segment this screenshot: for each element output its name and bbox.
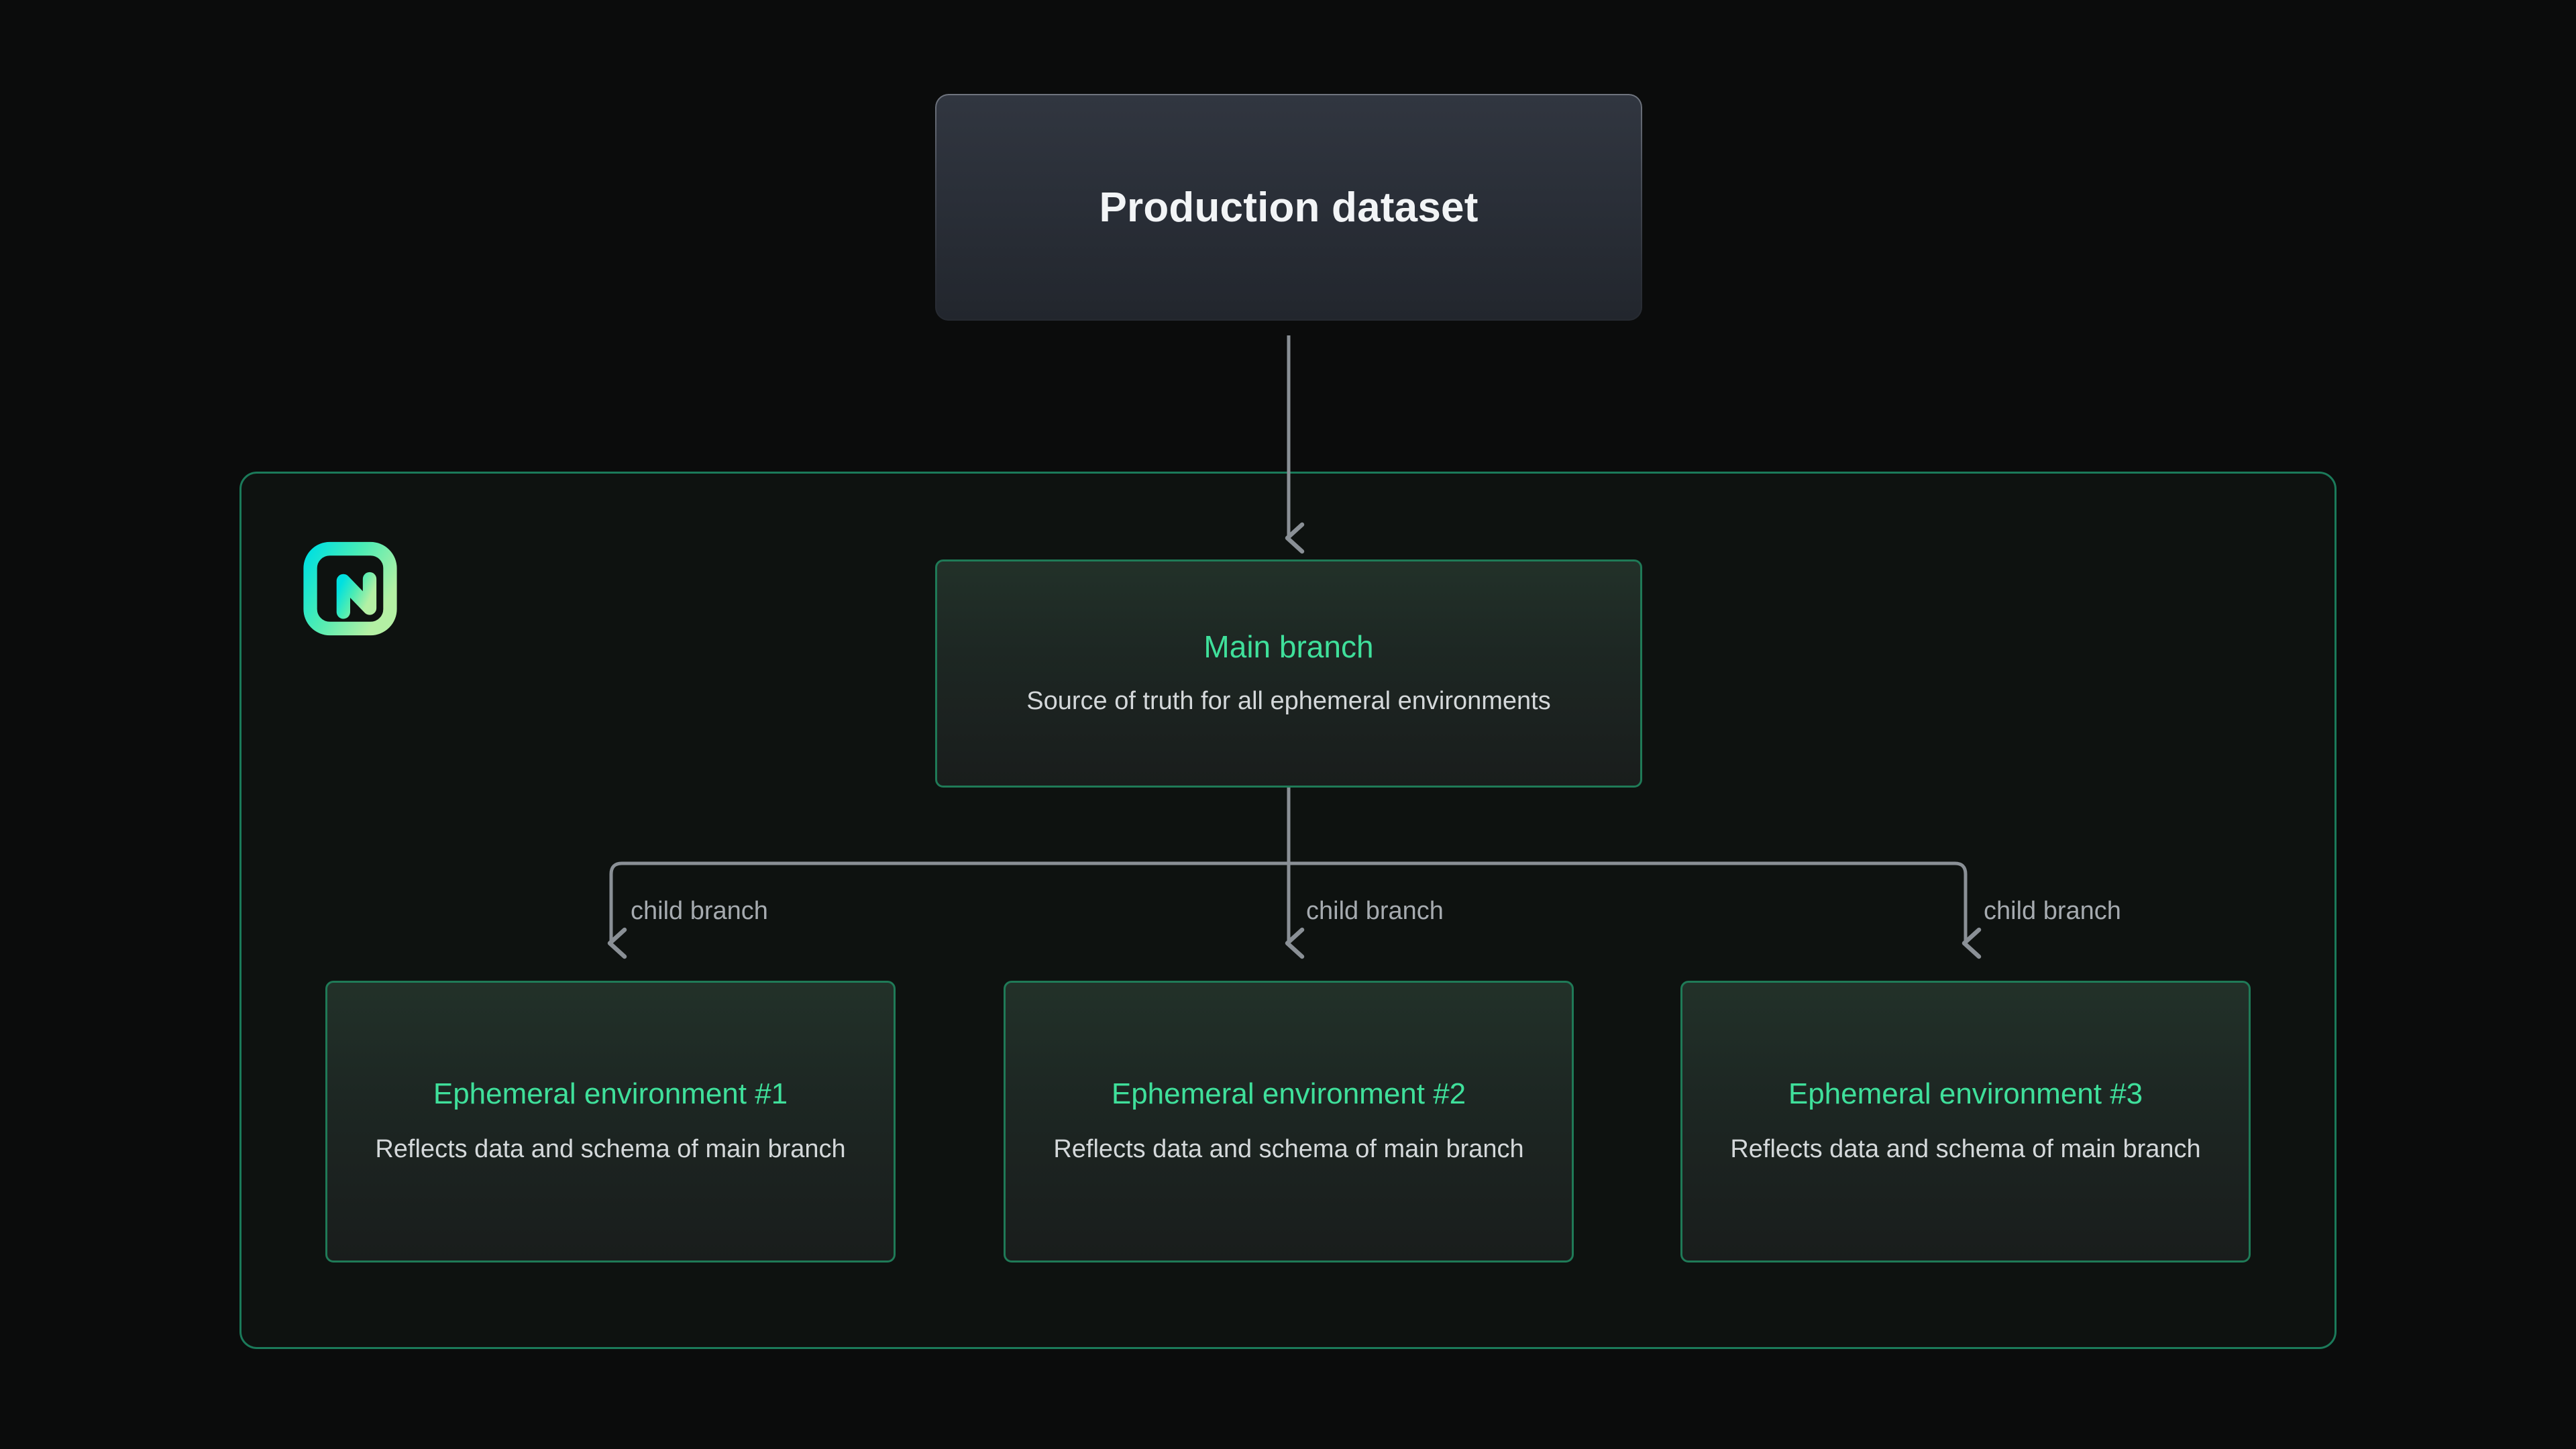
production-dataset-card: Production dataset [935, 94, 1642, 321]
ephemeral-description-2: Reflects data and schema of main branch [1053, 1135, 1524, 1164]
ephemeral-title-1: Ephemeral environment #1 [433, 1077, 788, 1111]
edge-label-child-branch-1: child branch [631, 897, 768, 925]
ephemeral-description-1: Reflects data and schema of main branch [375, 1135, 846, 1164]
main-branch-description: Source of truth for all ephemeral enviro… [1026, 686, 1551, 715]
ephemeral-description-3: Reflects data and schema of main branch [1730, 1135, 2201, 1164]
ephemeral-title-3: Ephemeral environment #3 [1788, 1077, 2143, 1111]
ephemeral-title-2: Ephemeral environment #2 [1111, 1077, 1466, 1111]
neon-logo-icon [300, 540, 400, 637]
production-dataset-title: Production dataset [1099, 184, 1479, 231]
edge-label-child-branch-2: child branch [1306, 897, 1444, 925]
main-branch-title: Main branch [1203, 629, 1374, 665]
ephemeral-environment-card-3: Ephemeral environment #3 Reflects data a… [1680, 981, 2251, 1263]
edge-label-child-branch-3: child branch [1984, 897, 2121, 925]
ephemeral-environment-card-1: Ephemeral environment #1 Reflects data a… [325, 981, 896, 1263]
ephemeral-environment-card-2: Ephemeral environment #2 Reflects data a… [1004, 981, 1574, 1263]
main-branch-card: Main branch Source of truth for all ephe… [935, 559, 1642, 788]
